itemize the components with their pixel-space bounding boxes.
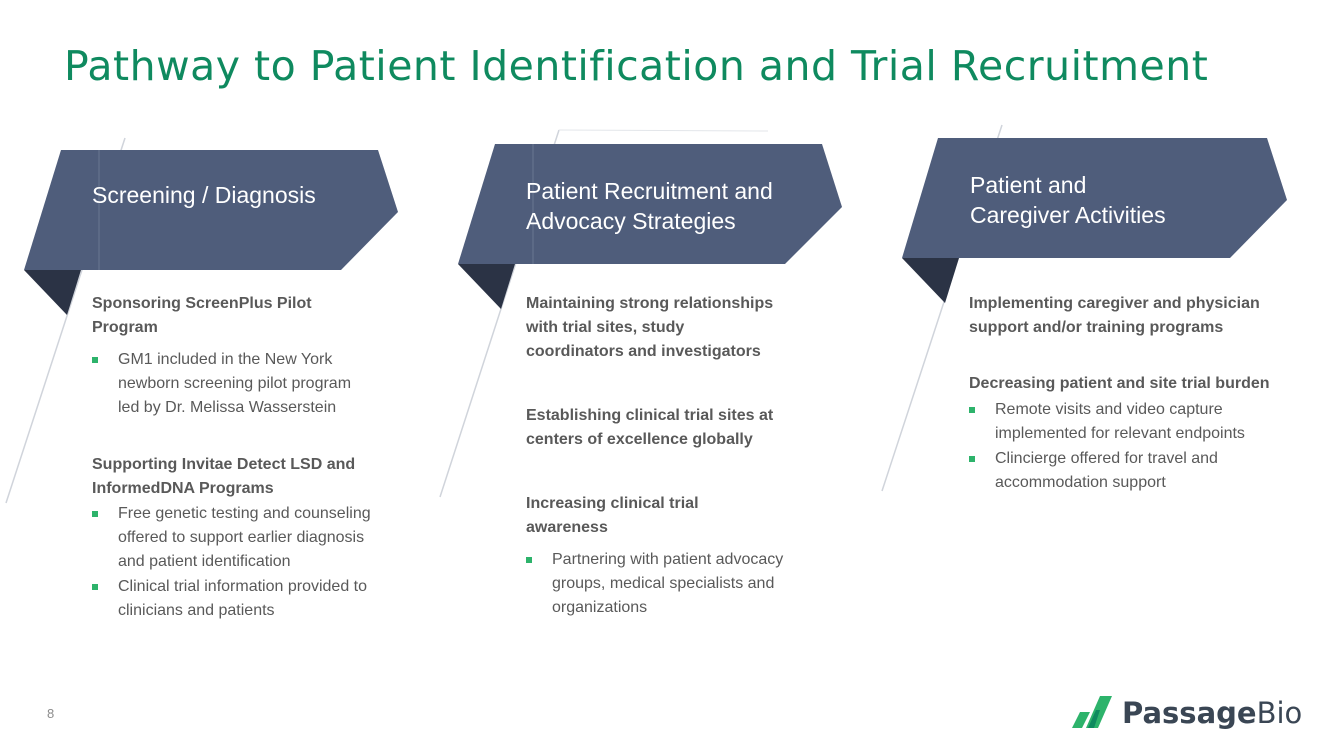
guide-line <box>558 129 769 132</box>
column-recruitment-body: Maintaining strong relationships with tr… <box>526 292 866 620</box>
bullet-square-icon <box>92 357 98 363</box>
section-heading: Sponsoring ScreenPlus Pilot Program <box>92 292 432 340</box>
heading-line: with trial sites, study <box>526 319 685 336</box>
heading-line: Maintaining strong relationships <box>526 295 774 312</box>
bullet-square-icon <box>969 407 975 413</box>
heading-line: InformedDNA Programs <box>92 480 274 497</box>
heading-line: awareness <box>526 519 608 536</box>
heading-line: Increasing clinical trial <box>526 495 699 512</box>
column-header-line: Advocacy Strategies <box>526 208 736 234</box>
bullet-line: implemented for relevant endpoints <box>995 425 1245 442</box>
bullet-line: Clinical trial information provided to <box>118 578 367 595</box>
bullet-line: GM1 included in the New York <box>118 351 333 368</box>
column-caregiver-body: Implementing caregiver and physician sup… <box>969 292 1319 495</box>
heading-line: Implementing caregiver and physician <box>969 295 1260 312</box>
bullet-line: Free genetic testing and counseling <box>118 505 371 522</box>
bullet-line: accommodation support <box>995 474 1166 491</box>
column-header-screening: Screening / Diagnosis <box>92 180 316 210</box>
column-screening-body: Sponsoring ScreenPlus Pilot Program GM1 … <box>92 292 432 623</box>
bullet-item: Free genetic testing and counseling offe… <box>92 502 432 574</box>
bullet-line: Remote visits and video capture <box>995 401 1223 418</box>
bullet-item: Clinical trial information provided to c… <box>92 575 432 623</box>
bullet-line: groups, medical specialists and <box>552 575 775 592</box>
bullet-item: GM1 included in the New York newborn scr… <box>92 348 432 420</box>
header-banner <box>902 138 1287 258</box>
header-fold <box>902 258 959 303</box>
heading-line: centers of excellence globally <box>526 431 753 448</box>
header-fold <box>458 264 515 309</box>
heading-line: Program <box>92 319 158 336</box>
section-heading: Decreasing patient and site trial burden <box>969 372 1319 396</box>
section-heading: Increasing clinical trial awareness <box>526 492 866 540</box>
bullet-line: clinicians and patients <box>118 602 275 619</box>
section-heading: Supporting Invitae Detect LSD and Inform… <box>92 453 432 501</box>
company-logo-wordmark: PassageBio <box>1122 696 1302 730</box>
heading-line: support and/or training programs <box>969 319 1224 336</box>
bullet-line: and patient identification <box>118 553 291 570</box>
bullet-line: offered to support earlier diagnosis <box>118 529 365 546</box>
section-heading: Implementing caregiver and physician sup… <box>969 292 1319 340</box>
bullet-line: Clincierge offered for travel and <box>995 450 1218 467</box>
column-header-caregiver: Patient and Caregiver Activities <box>970 170 1166 230</box>
bullet-item: Clincierge offered for travel and accomm… <box>969 447 1319 495</box>
logo-word-light: Bio <box>1256 696 1303 730</box>
section-heading: Establishing clinical trial sites at cen… <box>526 404 866 452</box>
passage-bio-logo-icon <box>1072 696 1112 728</box>
bullet-square-icon <box>92 511 98 517</box>
bullet-line: led by Dr. Melissa Wasserstein <box>118 399 337 416</box>
heading-line: Sponsoring ScreenPlus Pilot <box>92 295 312 312</box>
bullet-item: Remote visits and video capture implemen… <box>969 398 1319 446</box>
bullet-item: Partnering with patient advocacy groups,… <box>526 548 866 620</box>
page-number: 8 <box>47 706 55 721</box>
bullet-line: organizations <box>552 599 648 616</box>
slide-title: Pathway to Patient Identification and Tr… <box>64 42 1209 90</box>
heading-line: Supporting Invitae Detect LSD and <box>92 456 356 473</box>
column-header-recruitment: Patient Recruitment and Advocacy Strateg… <box>526 176 773 236</box>
bullet-line: newborn screening pilot program <box>118 375 352 392</box>
logo-word-bold: Passage <box>1122 696 1257 730</box>
section-heading: Maintaining strong relationships with tr… <box>526 292 866 364</box>
column-header-line: Patient Recruitment and <box>526 178 773 204</box>
column-header-line: Patient and <box>970 172 1087 198</box>
bullet-square-icon <box>92 584 98 590</box>
header-banner <box>458 144 842 264</box>
header-fold <box>24 270 81 315</box>
bullet-line: Partnering with patient advocacy <box>552 551 784 568</box>
heading-line: Decreasing patient and site trial burden <box>969 375 1270 392</box>
bullet-square-icon <box>969 456 975 462</box>
heading-line: coordinators and investigators <box>526 343 761 360</box>
column-header-line: Caregiver Activities <box>970 202 1166 228</box>
column-header-line: Screening / Diagnosis <box>92 182 316 208</box>
bullet-square-icon <box>526 557 532 563</box>
header-banner <box>24 150 398 270</box>
heading-line: Establishing clinical trial sites at <box>526 407 774 424</box>
